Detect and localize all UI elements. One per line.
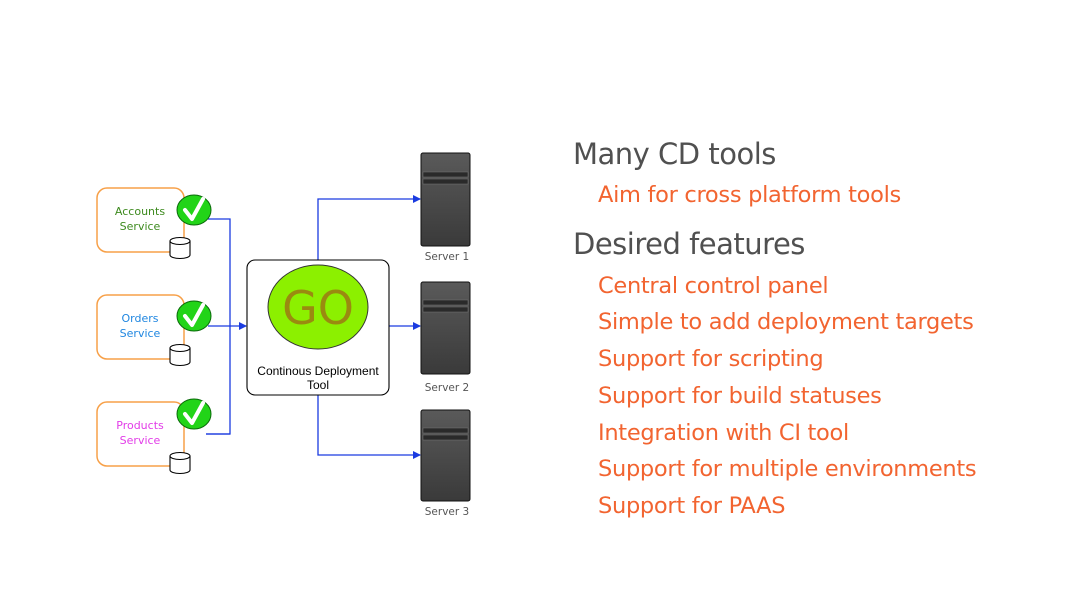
heading-desired-features: Desired features bbox=[573, 227, 805, 261]
go-logo-text: GO bbox=[282, 281, 354, 335]
service-products[interactable]: Products Service bbox=[96, 398, 212, 475]
server-1[interactable]: Server 1 bbox=[420, 152, 471, 263]
check-icon bbox=[176, 398, 212, 430]
cd-tool-label-line2: Tool bbox=[307, 378, 329, 392]
service-orders[interactable]: Orders Service bbox=[96, 294, 212, 367]
server-2-label: Server 2 bbox=[425, 382, 469, 394]
heading-many-cd-tools: Many CD tools bbox=[573, 137, 776, 171]
bullet-item: Integration with CI tool bbox=[598, 420, 849, 446]
server-3[interactable]: Server 3 bbox=[420, 409, 471, 518]
server-icon bbox=[420, 409, 471, 502]
go-logo-icon bbox=[267, 264, 369, 350]
service-orders-label-line1: Orders bbox=[122, 312, 159, 325]
bullet-item: Simple to add deployment targets bbox=[598, 309, 974, 335]
bullet-item: Aim for cross platform tools bbox=[598, 182, 901, 208]
service-accounts[interactable]: Accounts Service bbox=[96, 187, 212, 260]
server-3-label: Server 3 bbox=[425, 506, 469, 518]
server-icon bbox=[420, 152, 471, 247]
connector-server-3 bbox=[317, 395, 421, 459]
database-icon bbox=[169, 451, 191, 475]
database-icon bbox=[169, 236, 191, 260]
service-orders-label-line2: Service bbox=[120, 327, 161, 340]
service-products-label-line2: Service bbox=[120, 434, 161, 447]
bullet-item: Support for PAAS bbox=[598, 493, 786, 519]
cd-tool[interactable]: GO Continous Deployment Tool bbox=[246, 259, 390, 396]
bullet-item: Support for build statuses bbox=[598, 383, 882, 409]
service-products-label-line1: Products bbox=[116, 419, 164, 432]
bullet-item: Support for scripting bbox=[598, 346, 824, 372]
server-icon bbox=[420, 281, 471, 375]
bullet-item: Central control panel bbox=[598, 273, 829, 299]
cd-tool-label-line1: Continous Deployment bbox=[257, 364, 379, 378]
service-connectors bbox=[206, 218, 247, 435]
server-2[interactable]: Server 2 bbox=[420, 281, 471, 394]
bullet-item: Support for multiple environments bbox=[598, 456, 977, 482]
server-connectors bbox=[317, 195, 421, 459]
check-icon bbox=[176, 194, 212, 226]
service-accounts-label-line1: Accounts bbox=[115, 205, 165, 218]
service-accounts-label-line2: Service bbox=[120, 220, 161, 233]
connector-server-1 bbox=[317, 195, 421, 260]
database-icon bbox=[169, 343, 191, 367]
server-1-label: Server 1 bbox=[425, 251, 469, 263]
check-icon bbox=[176, 300, 212, 332]
